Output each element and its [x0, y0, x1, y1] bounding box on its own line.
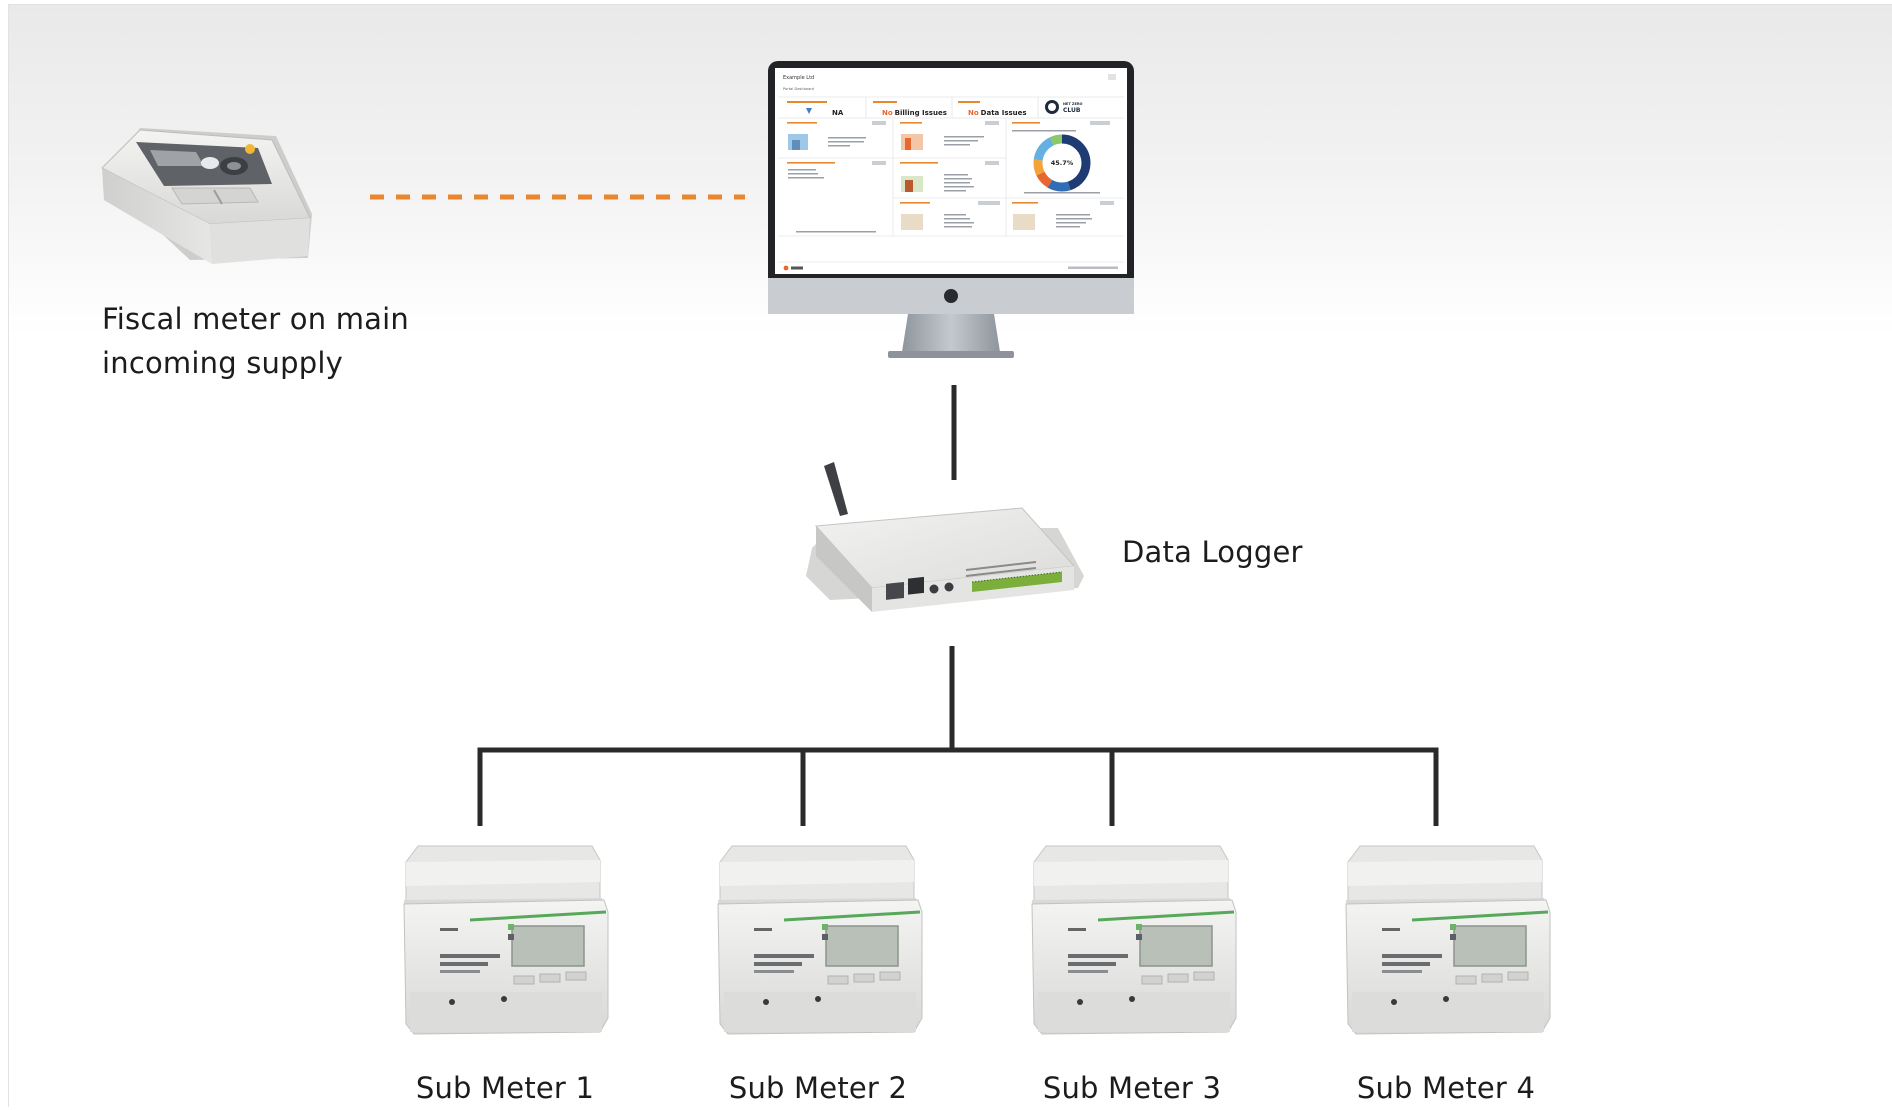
screen-donut-value: 45.7%	[1051, 159, 1074, 167]
sub-meter-2-label: Sub Meter 2	[728, 1071, 908, 1105]
sub-meter-3-device	[1031, 845, 1237, 1035]
data-logger-device	[806, 462, 1084, 612]
screen-kpi-3-prefix: No	[968, 109, 979, 117]
screen-kpi-2-prefix: No	[882, 109, 893, 117]
sub-meter-2-device	[717, 845, 923, 1035]
sub-meter-4-device	[1345, 845, 1551, 1035]
sub-meter-4-label: Sub Meter 4	[1356, 1071, 1536, 1105]
fiscal-meter-device	[101, 128, 312, 264]
distribution-bus	[477, 747, 1439, 826]
screen-kpi-3-text: Data Issues	[981, 109, 1027, 117]
sub-meter-1-device	[403, 845, 609, 1035]
sub-meter-3-label: Sub Meter 3	[1042, 1071, 1222, 1105]
sub-meters	[403, 845, 1551, 1035]
fiscal-meter-label: Fiscal meter on main incoming supply	[102, 302, 409, 380]
screen-kpi-2-text: Billing Issues	[895, 109, 947, 117]
screen-company: Example Ltd	[783, 75, 814, 81]
screen-donut-chart: 45.7%	[1033, 134, 1091, 192]
data-logger-label: Data Logger	[1122, 535, 1303, 569]
screen-kpi-1: NA	[832, 109, 844, 117]
connector-lines	[477, 385, 1439, 826]
screen-subtitle: Portal Dashboard	[783, 87, 814, 91]
screen-badge-top: NET ZERO	[1063, 102, 1083, 106]
monitor-device	[768, 61, 1134, 358]
screen-badge-main: CLUB	[1063, 107, 1081, 114]
sub-meter-1-label: Sub Meter 1	[415, 1071, 595, 1105]
